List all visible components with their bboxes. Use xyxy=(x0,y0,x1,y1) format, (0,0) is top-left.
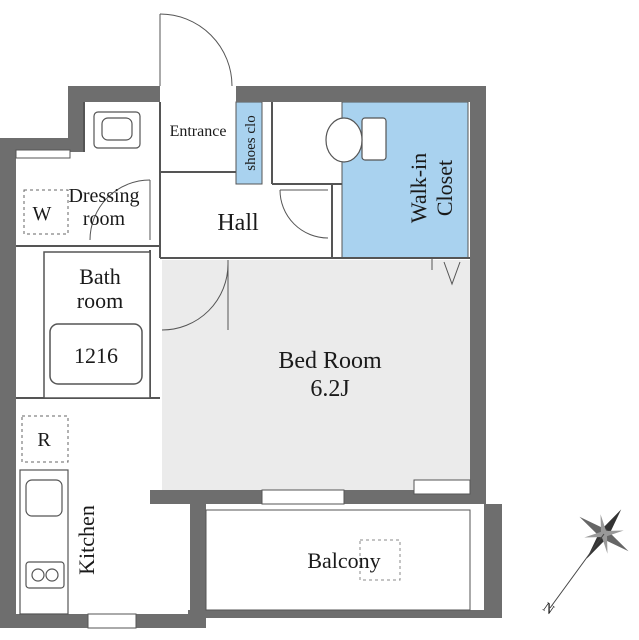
interior-doors xyxy=(89,179,462,331)
kitchen-label: Kitchen xyxy=(74,505,99,575)
entrance-label: Entrance xyxy=(170,123,227,140)
bath-unit-label: 1216 xyxy=(74,343,118,368)
wash-basin-icon xyxy=(93,111,141,149)
balcony-outline xyxy=(205,509,471,611)
washer-marker-label: W xyxy=(33,203,52,225)
compass-icon xyxy=(549,509,629,609)
hall-label: Hall xyxy=(217,210,259,236)
fridge-space xyxy=(21,415,69,463)
bedroom-name-label: Bed Room xyxy=(278,348,382,374)
bedroom-size-label: 6.2J xyxy=(310,376,349,402)
bedroom-floor xyxy=(162,260,472,492)
windows xyxy=(15,149,345,629)
bath-label-line1: Bath xyxy=(79,264,121,289)
bathtub-icon xyxy=(43,251,151,399)
bath-label-line2: room xyxy=(77,288,123,313)
bedroom-storage xyxy=(413,479,471,495)
walkin-label-line1: Walk-in xyxy=(406,153,431,223)
toilet-icon xyxy=(325,117,387,163)
dressing-label-line1: Dressing xyxy=(68,185,139,207)
shoes-closet-label: shoes clo xyxy=(243,115,259,170)
fridge-marker-label: R xyxy=(37,429,51,451)
kitchen-counter xyxy=(19,469,69,615)
entrance-door xyxy=(159,13,233,87)
washer-space xyxy=(23,189,69,235)
drain-marker xyxy=(359,539,401,581)
balcony-label: Balcony xyxy=(307,548,380,573)
walkin-label-line2: Closet xyxy=(432,160,457,216)
dressing-label-line2: room xyxy=(83,208,126,230)
